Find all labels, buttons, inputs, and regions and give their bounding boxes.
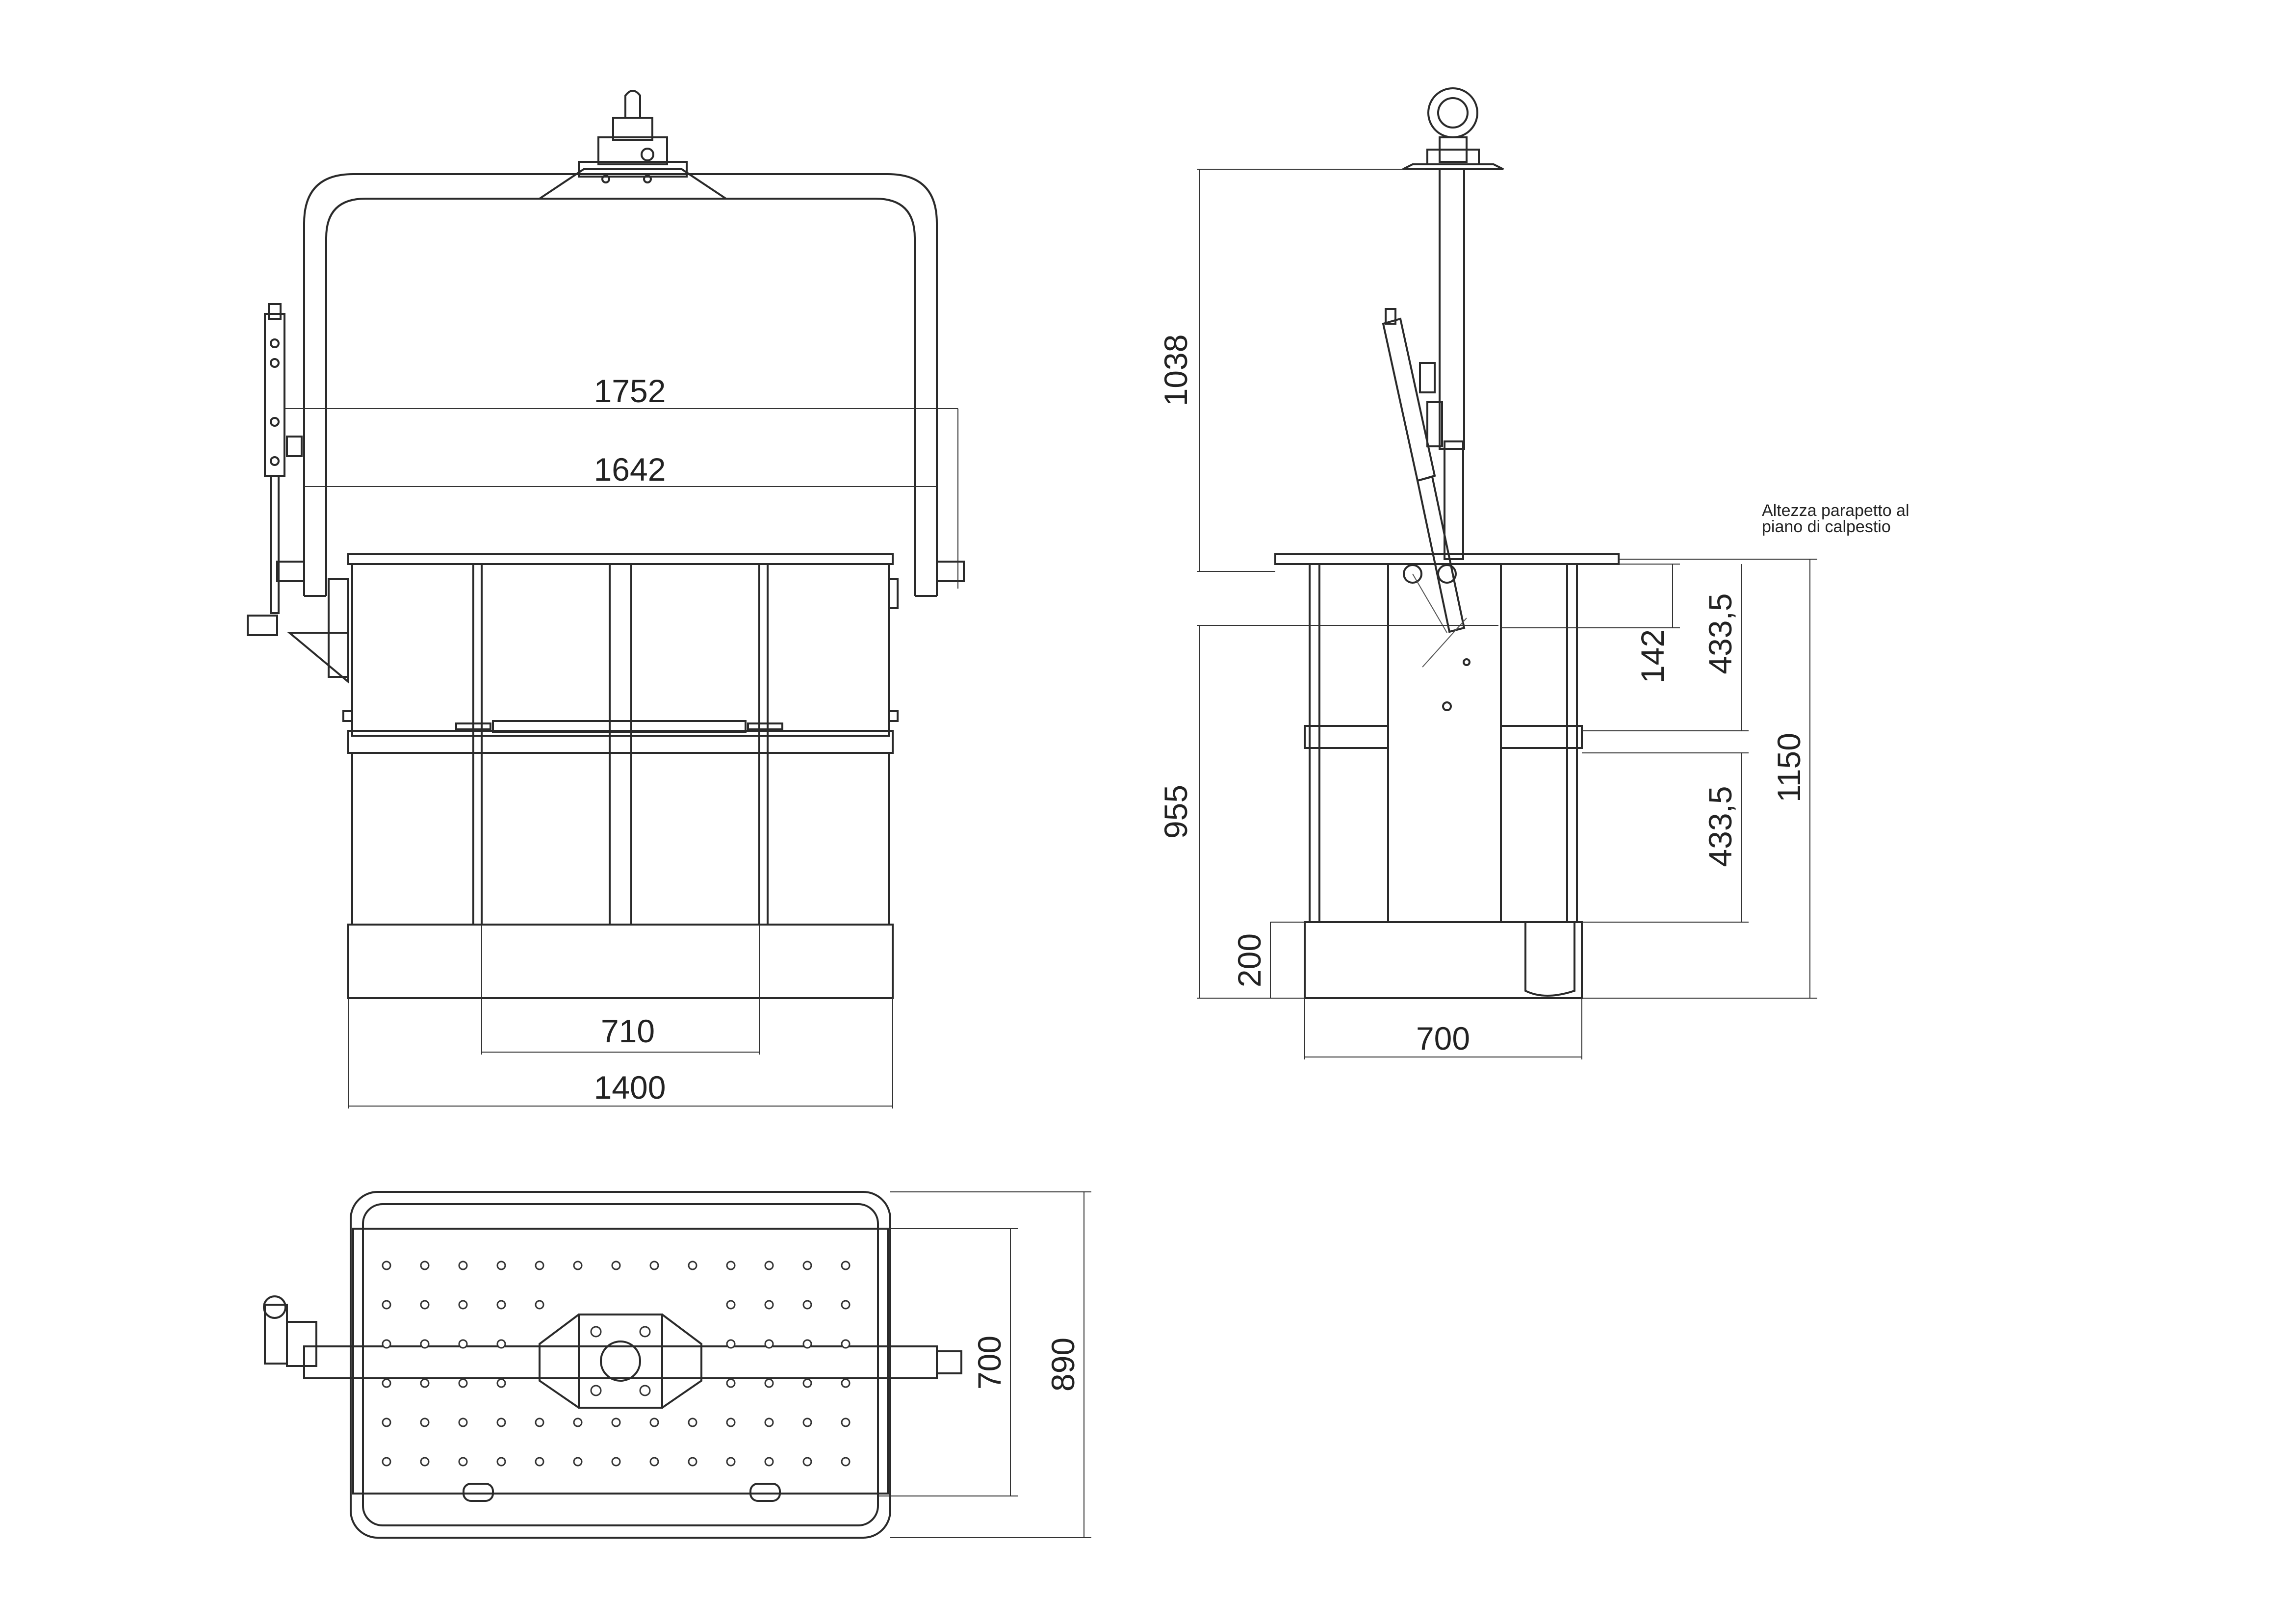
dim-142: 142 [1634,629,1671,683]
dim-1038: 1038 [1158,335,1194,407]
top-cross-bar [303,1345,938,1379]
dim-955: 955 [1158,785,1194,839]
hook-mount-plate [536,168,729,200]
side-latch-cylinder [1382,317,1436,482]
basket-top-rail [347,553,894,565]
dim-1752: 1752 [594,373,666,409]
front-view: 1752 1642 710 1400 [247,90,965,1108]
dim-710: 710 [601,1013,655,1049]
floor-holes [382,1261,851,1467]
dim-433-lower: 433,5 [1702,786,1738,867]
latch-cylinder [264,313,285,477]
eye-bolt-icon [1427,87,1478,138]
top-center-plate [539,1314,702,1409]
dim-1400: 1400 [594,1069,666,1106]
note-line-1: Altezza parapetto al [1762,501,1909,520]
dim-700-top: 700 [971,1336,1007,1390]
dim-1150: 1150 [1771,733,1807,802]
basket-base [347,924,894,999]
lifting-frame-outer [303,173,938,596]
dim-433-upper: 433,5 [1702,593,1738,674]
top-outer-frame [350,1191,891,1539]
side-view: 1038 955 200 700 142 433,5 433,5 1150 [1158,87,1909,1059]
dim-890: 890 [1045,1338,1081,1392]
top-view: 700 890 [263,1191,1091,1539]
gate-bar [492,720,747,733]
dim-700-side: 700 [1416,1020,1470,1057]
mast [1439,168,1465,450]
note-line-2: piano di calpestio [1762,517,1891,536]
dim-200: 200 [1231,933,1267,987]
hook-icon [624,90,641,118]
dim-1642: 1642 [594,451,666,488]
